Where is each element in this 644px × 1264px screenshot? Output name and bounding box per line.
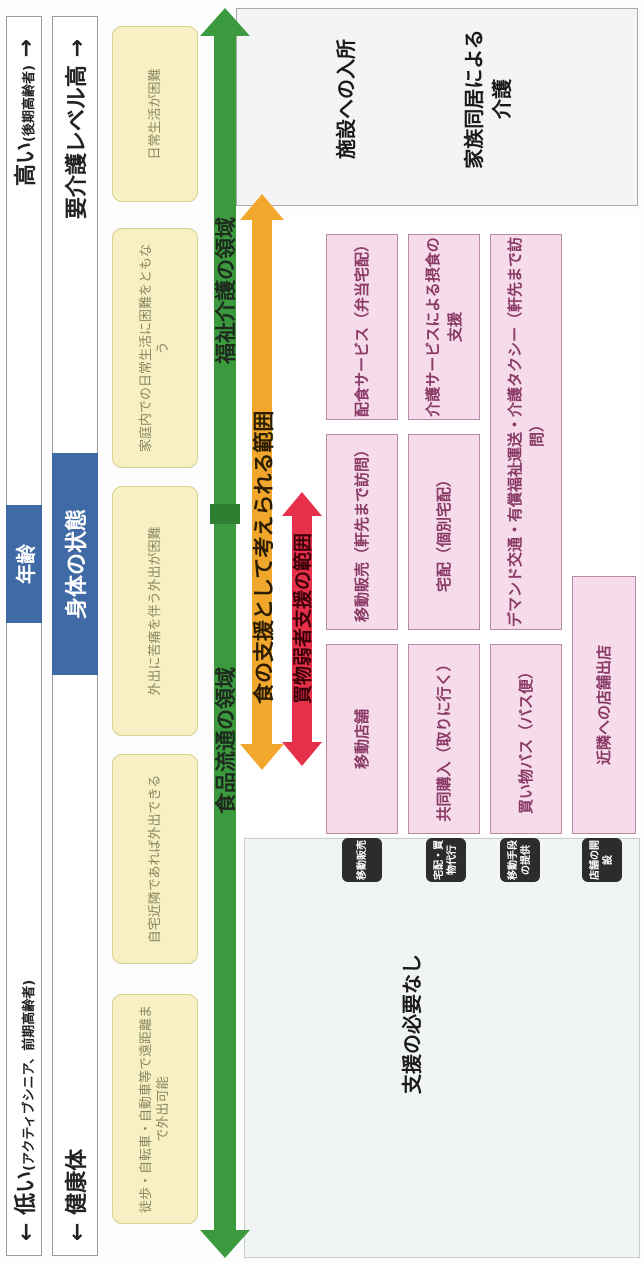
service-shopping-bus: 買い物バス（バス便）: [490, 644, 562, 834]
service-nearby-store: 近隣への店舗出店: [572, 576, 636, 834]
green-right-label: 福祉介護の領域: [214, 217, 238, 364]
tag-transport: 移動手段の提供: [500, 838, 540, 882]
orange-arrow: [240, 194, 284, 770]
service-mobile-sales: 移動販売（軒先まで訪問）: [326, 434, 398, 630]
service-mobile-store: 移動店舗: [326, 644, 398, 834]
service-home-delivery: 宅配（個別宅配）: [408, 434, 480, 630]
green-divider: [210, 504, 240, 524]
green-arrow: [200, 8, 250, 1258]
red-arrow: [282, 492, 322, 766]
red-label: 買物弱者支援の範囲: [292, 532, 314, 704]
tag-delivery: 宅配・買物代行: [426, 838, 466, 882]
green-left-label: 食品流通の領域: [214, 667, 238, 814]
tag-store: 店舗の開設: [582, 838, 622, 882]
tag-mobile-sales: 移動販売: [342, 838, 382, 882]
service-demand-transport: デマンド交通・有償福祉運送・介護タクシー（軒先まで訪問）: [490, 234, 562, 630]
orange-label: 食の支援として考えられる範囲: [252, 410, 276, 704]
service-care-eating: 介護サービスによる摂食の支援: [408, 234, 480, 420]
service-group-purchase: 共同購入（取りに行く）: [408, 644, 480, 834]
service-meal-delivery: 配食サービス（弁当宅配）: [326, 234, 398, 420]
